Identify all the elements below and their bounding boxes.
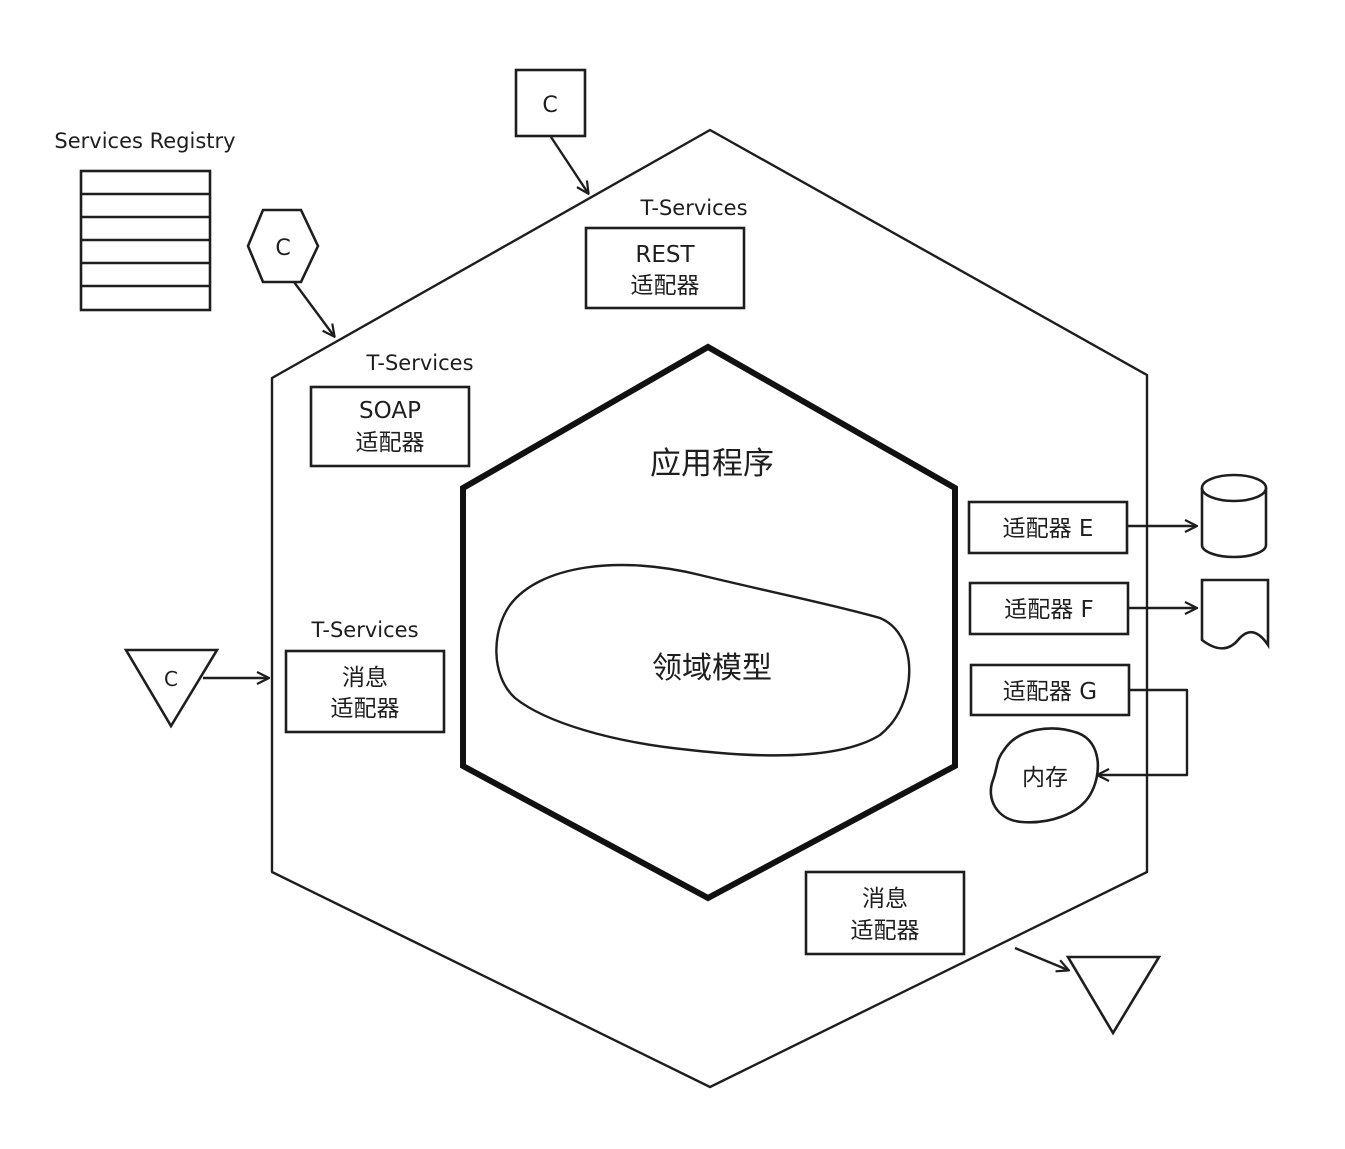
client-hexagon-label: C [275, 236, 290, 261]
domain-model-blob [495, 563, 911, 757]
client-hexagon [246, 208, 320, 284]
memory-label: 内存 [1022, 765, 1068, 791]
services-registry-table [79, 169, 212, 312]
rest-adapter-line2: 适配器 [631, 273, 700, 299]
message-adapter-bottom-line2: 适配器 [851, 918, 920, 944]
adapter-e-label: 适配器 E [1003, 516, 1094, 542]
client-triangle [123, 648, 220, 729]
adapter-e-box [967, 500, 1129, 555]
message-adapter-left-box [284, 649, 446, 734]
client-square-label: C [542, 93, 557, 118]
soap-adapter-line1: SOAP [359, 398, 421, 424]
application-hexagon [460, 343, 958, 902]
rest-adapter-box [584, 226, 746, 310]
client-square [514, 68, 587, 138]
t-services-label-lower: T-Services [310, 618, 418, 642]
message-triangle [1065, 955, 1162, 1036]
adapter-f-label: 适配器 F [1004, 597, 1094, 623]
client-hexagon-arrow [293, 281, 334, 336]
outer-hexagon [270, 128, 1149, 1089]
message-adapter-bottom-box [804, 870, 966, 956]
soap-adapter-box [309, 385, 471, 468]
message-out-arrow [1014, 946, 1068, 970]
message-adapter-bottom-line1: 消息 [862, 886, 908, 912]
database-icon [1200, 473, 1268, 559]
adapter-g-label: 适配器 G [1003, 679, 1097, 705]
adapter-g-box [969, 663, 1131, 717]
document-icon [1200, 578, 1270, 650]
soap-adapter-line2: 适配器 [356, 430, 425, 456]
application-title: 应用程序 [650, 446, 774, 482]
rest-adapter-line1: REST [635, 242, 695, 268]
message-adapter-left-line2: 适配器 [331, 696, 400, 722]
t-services-label-top: T-Services [639, 196, 747, 220]
message-adapter-left-line1: 消息 [342, 665, 388, 691]
client-triangle-label: C [164, 667, 178, 691]
adapter-g-arrow [1098, 688, 1189, 775]
client-square-arrow [549, 136, 588, 193]
domain-model-label: 领域模型 [652, 651, 772, 686]
services-registry-title: Services Registry [54, 129, 235, 153]
t-services-label-left: T-Services [365, 351, 473, 375]
memory-blob [989, 727, 1100, 824]
